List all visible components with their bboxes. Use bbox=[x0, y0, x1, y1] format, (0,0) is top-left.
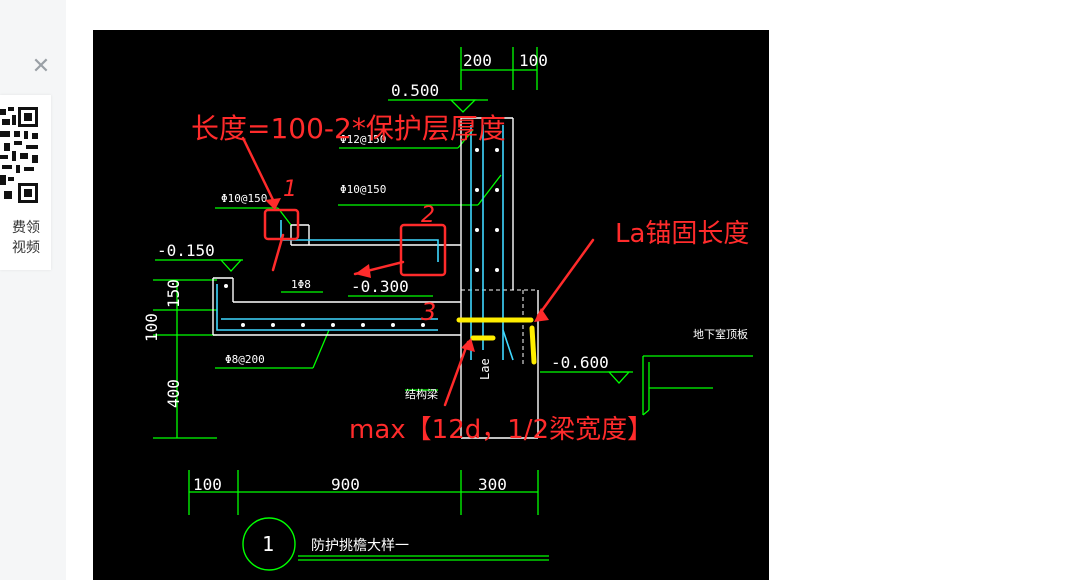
elevation-right: -0.600 bbox=[551, 353, 609, 372]
lae-label: Lae bbox=[478, 358, 492, 380]
qr-promo-card[interactable]: 费领 视频 bbox=[0, 95, 51, 270]
left-dim-1: 150 bbox=[164, 279, 183, 308]
detail-circle bbox=[242, 517, 296, 571]
cad-drawing-image: 200 100 0.500 -0.150 -0.300 -0.600 Φ12@1… bbox=[93, 30, 769, 580]
mark-3: 3 bbox=[421, 298, 436, 326]
mark-2: 2 bbox=[421, 203, 435, 228]
basement-slab-label: 地下室顶板 bbox=[693, 327, 748, 341]
length-formula-note: 长度=100-2*保护层厚度 bbox=[191, 112, 506, 145]
detail-title: 防护挑檐大样一 bbox=[311, 538, 409, 554]
cad-drawing-canvas: 200 100 0.500 -0.150 -0.300 -0.600 Φ12@1… bbox=[142, 47, 753, 571]
close-icon[interactable]: ✕ bbox=[31, 54, 51, 79]
qr-promo-line2: 视频 bbox=[12, 240, 40, 256]
left-dim-3: 400 bbox=[164, 379, 183, 408]
yellow-highlights bbox=[456, 317, 537, 365]
elevation-mid: -0.300 bbox=[351, 277, 409, 296]
bottom-dim-1: 100 bbox=[193, 475, 222, 494]
max-rule-note: max【12d，1/2梁宽度】 bbox=[349, 415, 653, 445]
elevation-left: -0.150 bbox=[157, 241, 215, 260]
rebar-label-top: Φ12@150 bbox=[340, 133, 386, 146]
left-dim-2: 100 bbox=[142, 313, 161, 342]
rebar-lines bbox=[216, 125, 514, 361]
bottom-dim-2: 900 bbox=[331, 475, 360, 494]
anchor-length-note: La锚固长度 bbox=[615, 219, 749, 249]
top-dim-2: 100 bbox=[519, 51, 548, 70]
elevation-top: 0.500 bbox=[391, 81, 439, 100]
rebar-label-mid: Φ10@150 bbox=[340, 183, 386, 196]
top-dim-1: 200 bbox=[463, 51, 492, 70]
beam-label: 结构梁 bbox=[405, 387, 438, 401]
bottom-dim-3: 300 bbox=[478, 475, 507, 494]
red-markup bbox=[241, 136, 595, 407]
mark-1: 1 bbox=[283, 177, 297, 202]
rebar-label-left: Φ10@150 bbox=[221, 192, 267, 205]
rebar-dots bbox=[224, 148, 499, 327]
qr-code-icon bbox=[0, 105, 40, 205]
detail-number: 1 bbox=[262, 532, 274, 556]
red-arrowheads bbox=[265, 198, 549, 352]
rebar-label-slab: Φ8@200 bbox=[225, 353, 265, 366]
dashed-lines bbox=[461, 289, 538, 365]
dimension-lines bbox=[153, 47, 753, 561]
rebar-label-single: 1Φ8 bbox=[291, 278, 311, 291]
left-sidebar: ✕ bbox=[0, 0, 66, 580]
qr-promo-line1: 费领 bbox=[12, 220, 40, 236]
